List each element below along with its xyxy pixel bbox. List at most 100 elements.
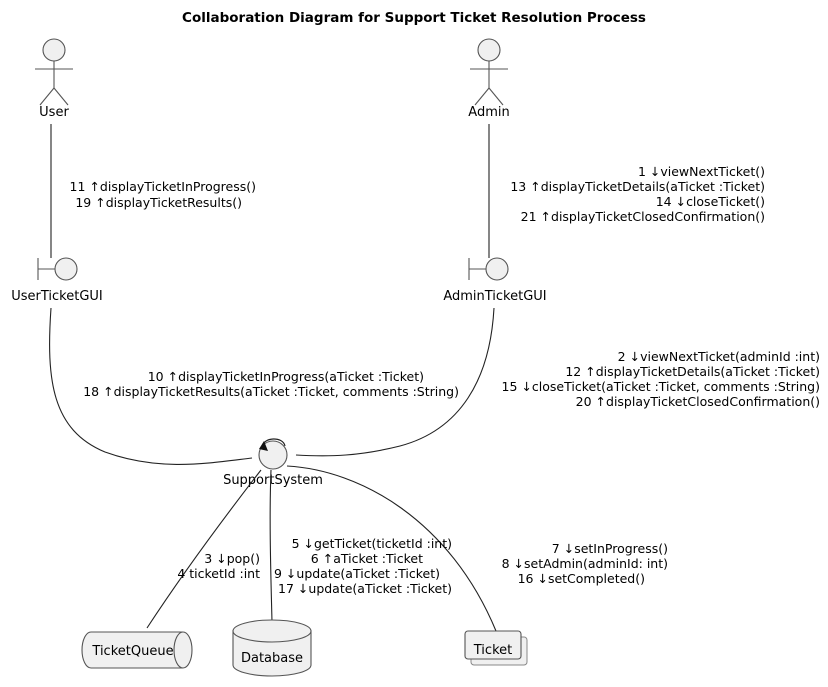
actor-leg-right-icon (53, 87, 69, 106)
actor-leg-left-icon (474, 87, 490, 106)
message-arrow-icon: ↓ (298, 581, 308, 596)
message-group-system-to-ticket: 7 ↓setInProgress() 8 ↓setAdmin(adminId: … (502, 541, 668, 586)
message-text: pop() (227, 551, 260, 566)
message-text: displayTicketResults(aTicket :Ticket, co… (114, 384, 459, 399)
message-line: 20 ↑displayTicketClosedConfirmation() (576, 394, 820, 409)
message-number: 21 (521, 209, 537, 224)
node-support-system-label: SupportSystem (223, 473, 323, 488)
actor-admin[interactable]: Admin (468, 38, 510, 120)
message-arrow-icon: ↓ (514, 556, 524, 571)
message-arrow-icon: ↓ (304, 536, 314, 551)
node-user-ticket-gui[interactable]: UserTicketGUI (11, 257, 103, 304)
message-arrow-icon: ↓ (216, 551, 226, 566)
message-number: 11 (70, 179, 86, 194)
message-text: displayTicketDetails(aTicket :Ticket) (596, 364, 820, 379)
message-line: 2 ↓viewNextTicket(adminId :int) (618, 349, 820, 364)
actor-user[interactable]: User (35, 38, 73, 120)
node-admin-ticket-gui[interactable]: AdminTicketGUI (443, 257, 547, 304)
message-arrow-icon: ↓ (676, 194, 686, 209)
actor-leg-right-icon (488, 87, 504, 106)
message-group-system-to-queue: 3 ↓pop() 4 ticketId :int (177, 551, 260, 581)
message-text: displayTicketClosedConfirmation() (551, 209, 765, 224)
message-arrow-icon: ↓ (650, 164, 660, 179)
message-line: 4 ticketId :int (177, 566, 260, 581)
message-line: 16 ↓setCompleted() (518, 571, 645, 586)
message-line: 18 ↑displayTicketResults(aTicket :Ticket… (83, 384, 459, 399)
message-number: 8 (502, 556, 510, 571)
message-text: setAdmin(adminId: int) (524, 556, 668, 571)
message-number: 3 (204, 551, 212, 566)
message-number: 18 (83, 384, 99, 399)
actor-leg-left-icon (39, 87, 55, 106)
message-arrow-icon: ↑ (168, 369, 178, 384)
message-arrow-icon: ↑ (596, 394, 606, 409)
message-arrow-icon: ↓ (537, 571, 547, 586)
message-line: 15 ↓closeTicket(aTicket :Ticket, comment… (502, 379, 820, 394)
message-arrow-icon: ↓ (286, 566, 296, 581)
message-arrow-icon: ↑ (89, 179, 99, 194)
message-line: 1 ↓viewNextTicket() (638, 164, 765, 179)
message-arrow-icon: ↑ (103, 384, 113, 399)
interface-circle-icon (485, 257, 509, 281)
message-text: setInProgress() (574, 541, 668, 556)
message-text: displayTicketResults() (106, 195, 242, 210)
database-top-icon (232, 619, 312, 643)
message-text: viewNextTicket(adminId :int) (640, 349, 820, 364)
actor-user-label: User (39, 105, 69, 120)
message-line: 3 ↓pop() (204, 551, 260, 566)
node-support-system[interactable]: SupportSystem (223, 438, 323, 488)
message-text: closeTicket(aTicket :Ticket, comments :S… (532, 379, 820, 394)
node-ticket[interactable]: Ticket (464, 630, 528, 666)
message-line: 5 ↓getTicket(ticketId :int) (292, 536, 452, 551)
message-line: 19 ↑displayTicketResults() (75, 195, 242, 210)
connector-supportsystem-ticketqueue (146, 469, 262, 629)
message-arrow-icon: ↑ (585, 364, 595, 379)
message-arrow-icon: ↓ (564, 541, 574, 556)
message-number: 4 (177, 566, 185, 581)
message-number: 10 (148, 369, 164, 384)
message-line: 14 ↓closeTicket() (656, 194, 765, 209)
message-text: displayTicketClosedConfirmation() (606, 394, 820, 409)
node-ticket-queue-label: TicketQueue (91, 644, 173, 659)
message-text: ticketId :int (189, 566, 260, 581)
message-number: 13 (510, 179, 526, 194)
message-line: 21 ↑displayTicketClosedConfirmation() (521, 209, 765, 224)
message-text: displayTicketDetails(aTicket :Ticket) (541, 179, 765, 194)
message-number: 20 (576, 394, 592, 409)
message-text: displayTicketInProgress() (100, 179, 256, 194)
ticket-body-icon (464, 630, 522, 660)
message-line: 13 ↑displayTicketDetails(aTicket :Ticket… (510, 179, 765, 194)
actor-head-icon (477, 38, 501, 62)
message-arrow-icon: ↓ (630, 349, 640, 364)
connector-supportsystem-database (269, 469, 273, 623)
interface-circle-icon (54, 257, 78, 281)
message-arrow-icon: ↑ (541, 209, 551, 224)
connector-supportsystem-ticket (286, 465, 497, 632)
message-group-usergui-to-system: 10 ↑displayTicketInProgress(aTicket :Tic… (83, 369, 459, 399)
message-text: aTicket :Ticket (333, 551, 423, 566)
message-line: 17 ↓update(aTicket :Ticket) (278, 581, 452, 596)
message-number: 15 (502, 379, 518, 394)
actor-head-icon (42, 38, 66, 62)
page-title: Collaboration Diagram for Support Ticket… (182, 10, 646, 26)
queue-end-cap-icon (173, 631, 184, 669)
self-loop-arrowhead-icon (259, 441, 268, 451)
message-text: getTicket(ticketId :int) (314, 536, 452, 551)
message-text: setCompleted() (548, 571, 645, 586)
message-line: 8 ↓setAdmin(adminId: int) (502, 556, 668, 571)
node-database[interactable]: Database (232, 619, 312, 677)
node-database-label: Database (241, 651, 303, 666)
message-number: 2 (618, 349, 626, 364)
message-group-system-to-database: 5 ↓getTicket(ticketId :int) 6 ↑aTicket :… (274, 536, 452, 596)
node-ticket-queue[interactable]: TicketQueue (81, 631, 193, 669)
message-text: update(aTicket :Ticket) (296, 566, 440, 581)
database-body-icon (232, 630, 312, 677)
node-user-ticket-gui-label: UserTicketGUI (11, 289, 103, 304)
connector-usergui-supportsystem (49, 307, 253, 465)
message-line: 7 ↓setInProgress() (552, 541, 668, 556)
message-line: 10 ↑displayTicketInProgress(aTicket :Tic… (148, 369, 424, 384)
message-number: 16 (518, 571, 534, 586)
node-ticket-label: Ticket (473, 643, 512, 658)
actor-admin-label: Admin (468, 105, 509, 120)
